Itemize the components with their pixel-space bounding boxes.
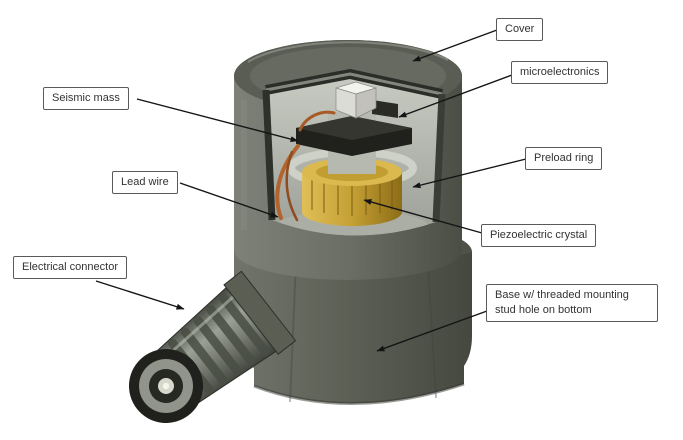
cut-wall-left — [262, 89, 276, 221]
arrow-electrical-connector — [95, 280, 185, 310]
arrow-preload-ring — [412, 158, 527, 189]
label-electrical-connector: Electrical connector — [13, 256, 127, 279]
interior-parts — [266, 81, 438, 236]
crystal-flutes — [311, 176, 393, 216]
label-microelectronics: microelectronics — [511, 61, 609, 84]
base-facet-line-left — [289, 261, 297, 403]
label-lead-wire: Lead wire — [112, 171, 178, 194]
label-seismic-mass: Seismic mass — [43, 87, 129, 110]
connector-collar — [223, 270, 297, 355]
cover-rim-highlight — [247, 41, 449, 63]
microelectronics-chip — [334, 81, 378, 119]
connector-group — [129, 270, 297, 423]
label-preload-ring: Preload ring — [525, 147, 603, 170]
base-body — [234, 252, 472, 404]
arrow-piezoelectric-crystal — [363, 199, 483, 234]
label-base: Base w/ threaded mounting stud hole on b… — [486, 284, 658, 322]
callout-arrows — [95, 29, 527, 352]
chip-component-dark — [372, 100, 398, 118]
label-cover: Cover — [496, 18, 544, 41]
arrow-base — [376, 310, 488, 352]
connector-end-cap — [129, 349, 203, 423]
lead-wire-top — [298, 110, 336, 132]
arrow-lead-wire — [179, 182, 279, 218]
seismic-mass-top — [296, 116, 412, 140]
arrow-seismic-mass — [136, 98, 299, 143]
base-bottom-rim — [253, 382, 465, 405]
arrow-microelectronics — [398, 74, 513, 118]
cut-wall-top-face — [265, 72, 443, 96]
lead-wire-path-2 — [285, 150, 299, 222]
cut-wall-right — [432, 93, 446, 223]
label-piezoelectric-crystal: Piezoelectric crystal — [481, 224, 597, 247]
arrow-cover — [412, 29, 498, 62]
base-facet-line-right — [427, 261, 437, 399]
